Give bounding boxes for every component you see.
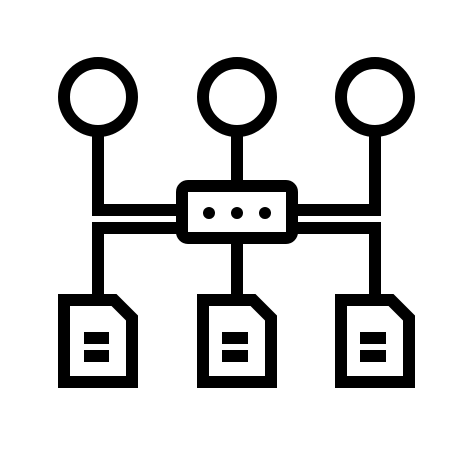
connector-left-top: [92, 131, 182, 216]
hub-dot-3-icon: [259, 207, 271, 219]
hub-dot-2-icon: [231, 207, 243, 219]
connector-right-top: [292, 131, 381, 216]
document-center-icon: [197, 294, 277, 388]
hub-dot-1-icon: [203, 207, 215, 219]
document-left-icon: [58, 294, 138, 388]
document-right-icon: [335, 294, 415, 388]
connector-right-bottom: [292, 222, 381, 300]
connector-left-bottom: [92, 222, 182, 300]
